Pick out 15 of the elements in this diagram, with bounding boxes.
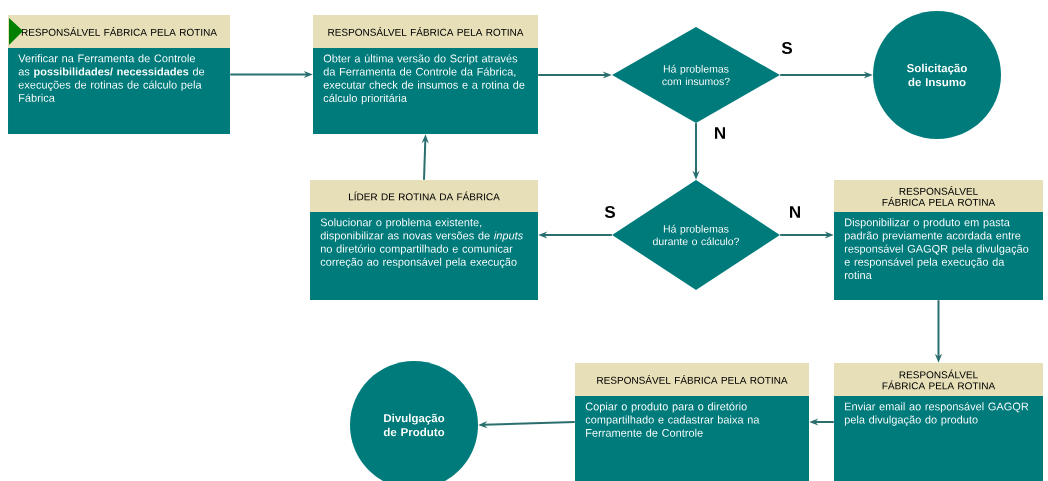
- node-label: LÍDER DE ROTINA DA FÁBRICA: [348, 191, 500, 201]
- process-box: RESPONSÁLVEL FÁBRICA PELA ROTINA Verificar na Ferramenta de Controle as possibilidades/ necessidades de execuções de rotinas de cálculo pela Fábrica: [8, 15, 230, 134]
- node-label: RESPONSÁLVEL FÁBRICA PELA ROTINA: [21, 27, 217, 36]
- edge-label: N: [712, 126, 728, 140]
- edge-label: S: [780, 40, 794, 55]
- node-label: RESPONSÁVEL FÁBRICA PELA ROTINA: [597, 375, 788, 384]
- process-box: LÍDER DE ROTINA DA FÁBRICA Solucionar o problema existente, disponibilizar as novas versões de inputs no diretório compartilhado e comunicar correção ao responsável pela execução: [310, 180, 538, 300]
- process-box: RESPONSÁVEL FÁBRICA PELA ROTINA Copiar o produto para o diretório compartilhado e cadastrar baixa na Ferramente de Controle: [575, 363, 809, 481]
- node-label: RESPONSÁLVEL FÁBRICA PELA ROTINA: [882, 369, 996, 390]
- process-box: RESPONSÁLVEL FÁBRICA PELA ROTINA Enviar email ao responsável GAGQR pela divulgação do produto: [834, 363, 1043, 481]
- node-label: RESPONSÁLVEL FÁBRICA PELA ROTINA: [328, 27, 524, 36]
- edge-label: N: [787, 205, 803, 219]
- node-label: RESPONSÁLVEL FÁBRICA PELA ROTINA: [882, 186, 996, 206]
- process-box: RESPONSÁLVEL FÁBRICA PELA ROTINA Disponibilizar o produto em pasta padrão previamente acordada entre responsável GAGQR pela divulgação e responsável pela execução da rotina: [834, 180, 1043, 300]
- process-box: RESPONSÁLVEL FÁBRICA PELA ROTINA Obter a última versão do Script através da Ferramenta de Controle da Fábrica, executar check de insumos e a rotina de cálculo prioritária: [313, 15, 538, 134]
